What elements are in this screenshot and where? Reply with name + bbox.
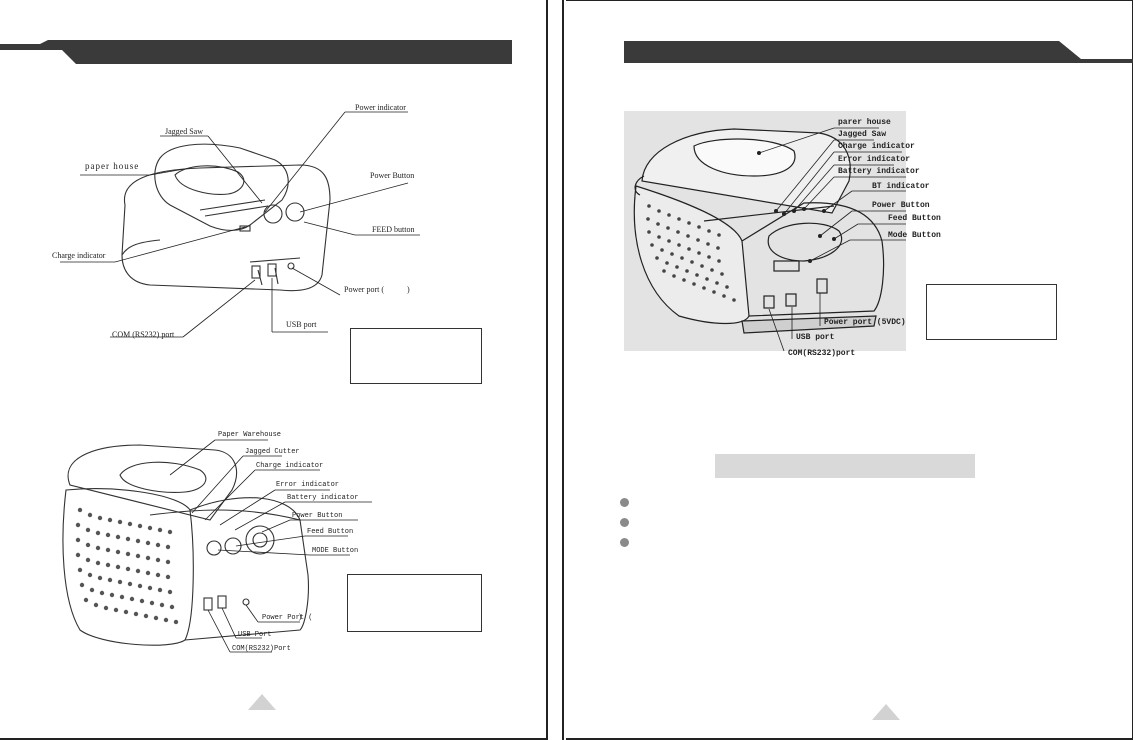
left-header-band xyxy=(0,40,512,64)
label-battery-indicator-3: Battery indicator xyxy=(838,167,920,176)
label-charge-indicator: Charge indicator xyxy=(52,251,106,260)
label-feed-button-2: Feed Button xyxy=(307,528,354,536)
label-power-port-3: Power port (5VDC) xyxy=(824,318,906,327)
label-charge-indicator-2: Charge indicator xyxy=(256,462,324,470)
printer-illustration-2 xyxy=(62,439,372,653)
label-jagged-saw-3: Jagged Saw xyxy=(838,130,887,139)
label-error-indicator-3: Error indicator xyxy=(838,155,911,164)
label-feed-button-3: Feed Button xyxy=(888,214,941,223)
printer-photo-3 xyxy=(624,111,906,352)
right-header-band xyxy=(624,41,1133,63)
page-gutter xyxy=(550,0,564,740)
label-power-port-close-2: ) xyxy=(298,614,303,622)
label-mode-button-2: MODE Button xyxy=(312,547,359,555)
label-feed-button: FEED button xyxy=(372,225,415,234)
label-power-button-3: Power Button xyxy=(872,201,930,210)
printer-illustration-1 xyxy=(60,111,420,338)
label-usb-port-2: USB Port xyxy=(238,631,272,639)
label-bt-indicator-3: BT indicator xyxy=(872,182,930,191)
label-error-indicator-2: Error indicator xyxy=(276,481,340,489)
label-power-port-close: ) xyxy=(407,285,410,294)
label-power-port: Power port ( xyxy=(344,285,384,294)
label-power-button-2: Power Button xyxy=(292,512,343,520)
label-paper-house: paper house xyxy=(85,161,140,171)
label-power-port-2: Power Port ( xyxy=(262,614,313,622)
label-paper-house-3: parer house xyxy=(838,118,891,127)
label-com-port-2: COM(RS232)Port xyxy=(232,645,291,653)
label-battery-indicator-2: Battery indicator xyxy=(287,494,359,502)
label-power-indicator: Power indicator xyxy=(355,103,406,112)
label-com-port: COM (RS232) port xyxy=(112,330,175,339)
caption-box-3 xyxy=(926,284,1057,340)
page-number-marker-left xyxy=(248,694,276,710)
label-charge-indicator-3: Charge indicator xyxy=(838,142,915,151)
right-page: parer house Jagged Saw Charge indicator … xyxy=(566,0,1133,740)
left-page: Power indicator Jagged Saw paper house P… xyxy=(0,0,548,740)
section-heading-bar xyxy=(715,454,975,478)
label-usb-port: USB port xyxy=(286,320,317,329)
label-jagged-saw: Jagged Saw xyxy=(165,127,203,136)
label-com-port-3: COM(RS232)port xyxy=(788,349,856,358)
caption-box-2 xyxy=(347,574,482,632)
label-jagged-cutter: Jagged Cutter xyxy=(245,448,300,456)
page-number-marker-right xyxy=(872,704,900,720)
label-power-button: Power Button xyxy=(370,171,415,180)
label-mode-button-3: Mode Button xyxy=(888,231,941,240)
label-paper-warehouse: Paper Warehouse xyxy=(218,431,282,439)
bullet-1 xyxy=(620,498,629,507)
label-usb-port-3: USB port xyxy=(796,333,835,342)
bullet-3 xyxy=(620,538,629,547)
caption-box-1 xyxy=(350,328,482,384)
bullet-2 xyxy=(620,518,629,527)
